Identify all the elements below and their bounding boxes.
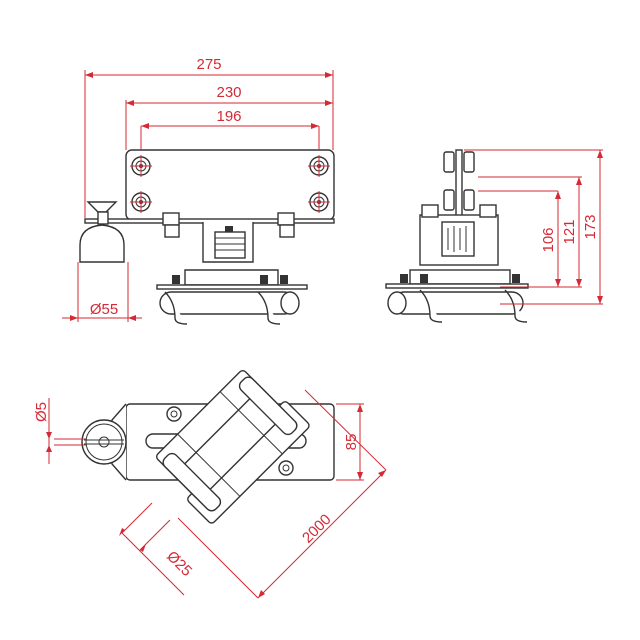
plate-bolts [130, 155, 330, 213]
spring [214, 231, 246, 259]
dim-diameter-pipe: Ø25 [163, 548, 195, 580]
gas-bottle [79, 224, 125, 263]
side-view: 106 121 173 [385, 149, 603, 323]
dim-overall-width: 275 [196, 56, 221, 73]
dim-width: 85 [343, 434, 360, 451]
dim-hole-spacing: 196 [216, 108, 241, 125]
mounting-plate [125, 149, 335, 221]
top-view: Ø5 85 2000 Ø25 [33, 370, 387, 599]
wheel-axle [159, 291, 296, 315]
dim-diameter-small: Ø5 [33, 402, 50, 422]
wing-nut [86, 201, 118, 213]
rotated-carriage [156, 370, 310, 524]
bottle-top [81, 419, 127, 465]
label-plate [441, 221, 475, 257]
front-view: 275 230 196 Ø55 [62, 56, 335, 325]
dim-height-mid: 121 [561, 219, 578, 244]
dim-plate-width: 230 [216, 84, 241, 101]
dim-height-lower: 106 [540, 227, 557, 252]
dim-length: 2000 [299, 511, 335, 547]
dim-height-total: 173 [582, 214, 599, 239]
dim-diameter-bottle: Ø55 [90, 301, 118, 318]
